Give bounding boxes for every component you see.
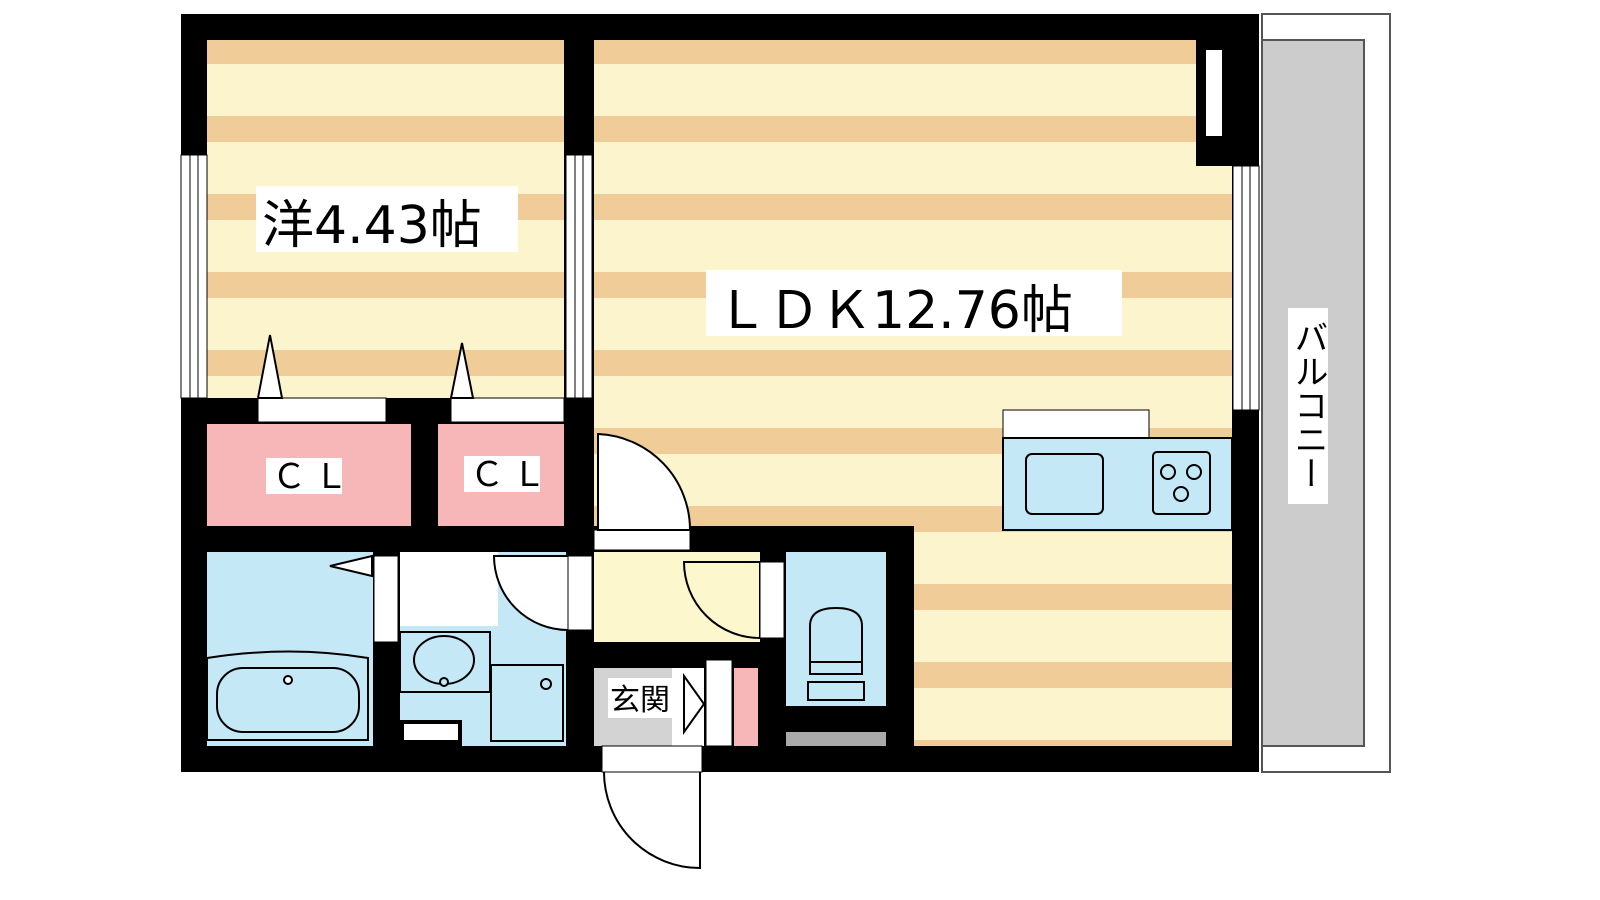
burner [1173,486,1189,502]
bathtub-inner [216,667,360,733]
ldk-door [593,529,691,551]
entrance-label: 玄関 [610,683,670,718]
balcony-label: バルコニー [1288,320,1328,490]
washroom-white [400,552,498,626]
washroom-door [567,555,593,631]
closet-right-door [450,397,565,423]
faucet [439,677,449,687]
toilet-bottom [786,732,886,746]
washing-machine [490,664,564,742]
ldk-label: ＬＤＫ12.76帖 [716,281,1073,341]
sink [413,635,475,685]
toilet-door-arc [682,561,761,640]
entrance-step-mark [683,672,706,736]
toilet-tank [807,681,865,701]
closet-left-door-mark [256,334,284,399]
western-room-label: 洋4.43帖 [262,196,482,256]
stove [1152,451,1211,515]
toilet-door [759,561,785,639]
washroom-door-arc [492,555,569,631]
toilet-seat [809,661,863,675]
window-right [1232,165,1260,411]
shoe-cabinet-wall [705,659,733,747]
bath-door [373,555,399,643]
burner [1186,464,1202,480]
shoe-cabinet [734,668,758,746]
front-door-arc [603,771,701,870]
front-door [601,745,703,773]
column-inner [1206,50,1222,136]
ldk-door-arc [597,432,692,531]
closet-left-label: ＣＬ [272,457,356,497]
bath-door-mark [329,554,373,578]
kitchen-sink [1025,453,1104,515]
closet-right-door-mark [449,342,475,399]
closet-left-door [257,397,387,423]
window-middle [565,154,593,399]
drain [283,675,293,685]
closet-right-label: ＣＬ [470,455,554,495]
wm-drain [540,678,552,690]
kitchen-backsplash [1002,409,1150,439]
burner [1160,464,1176,480]
ldk-floor-lower [914,526,1232,746]
window-left [180,154,208,399]
toilet-bowl [809,606,863,667]
wall-block-inner [404,724,458,740]
